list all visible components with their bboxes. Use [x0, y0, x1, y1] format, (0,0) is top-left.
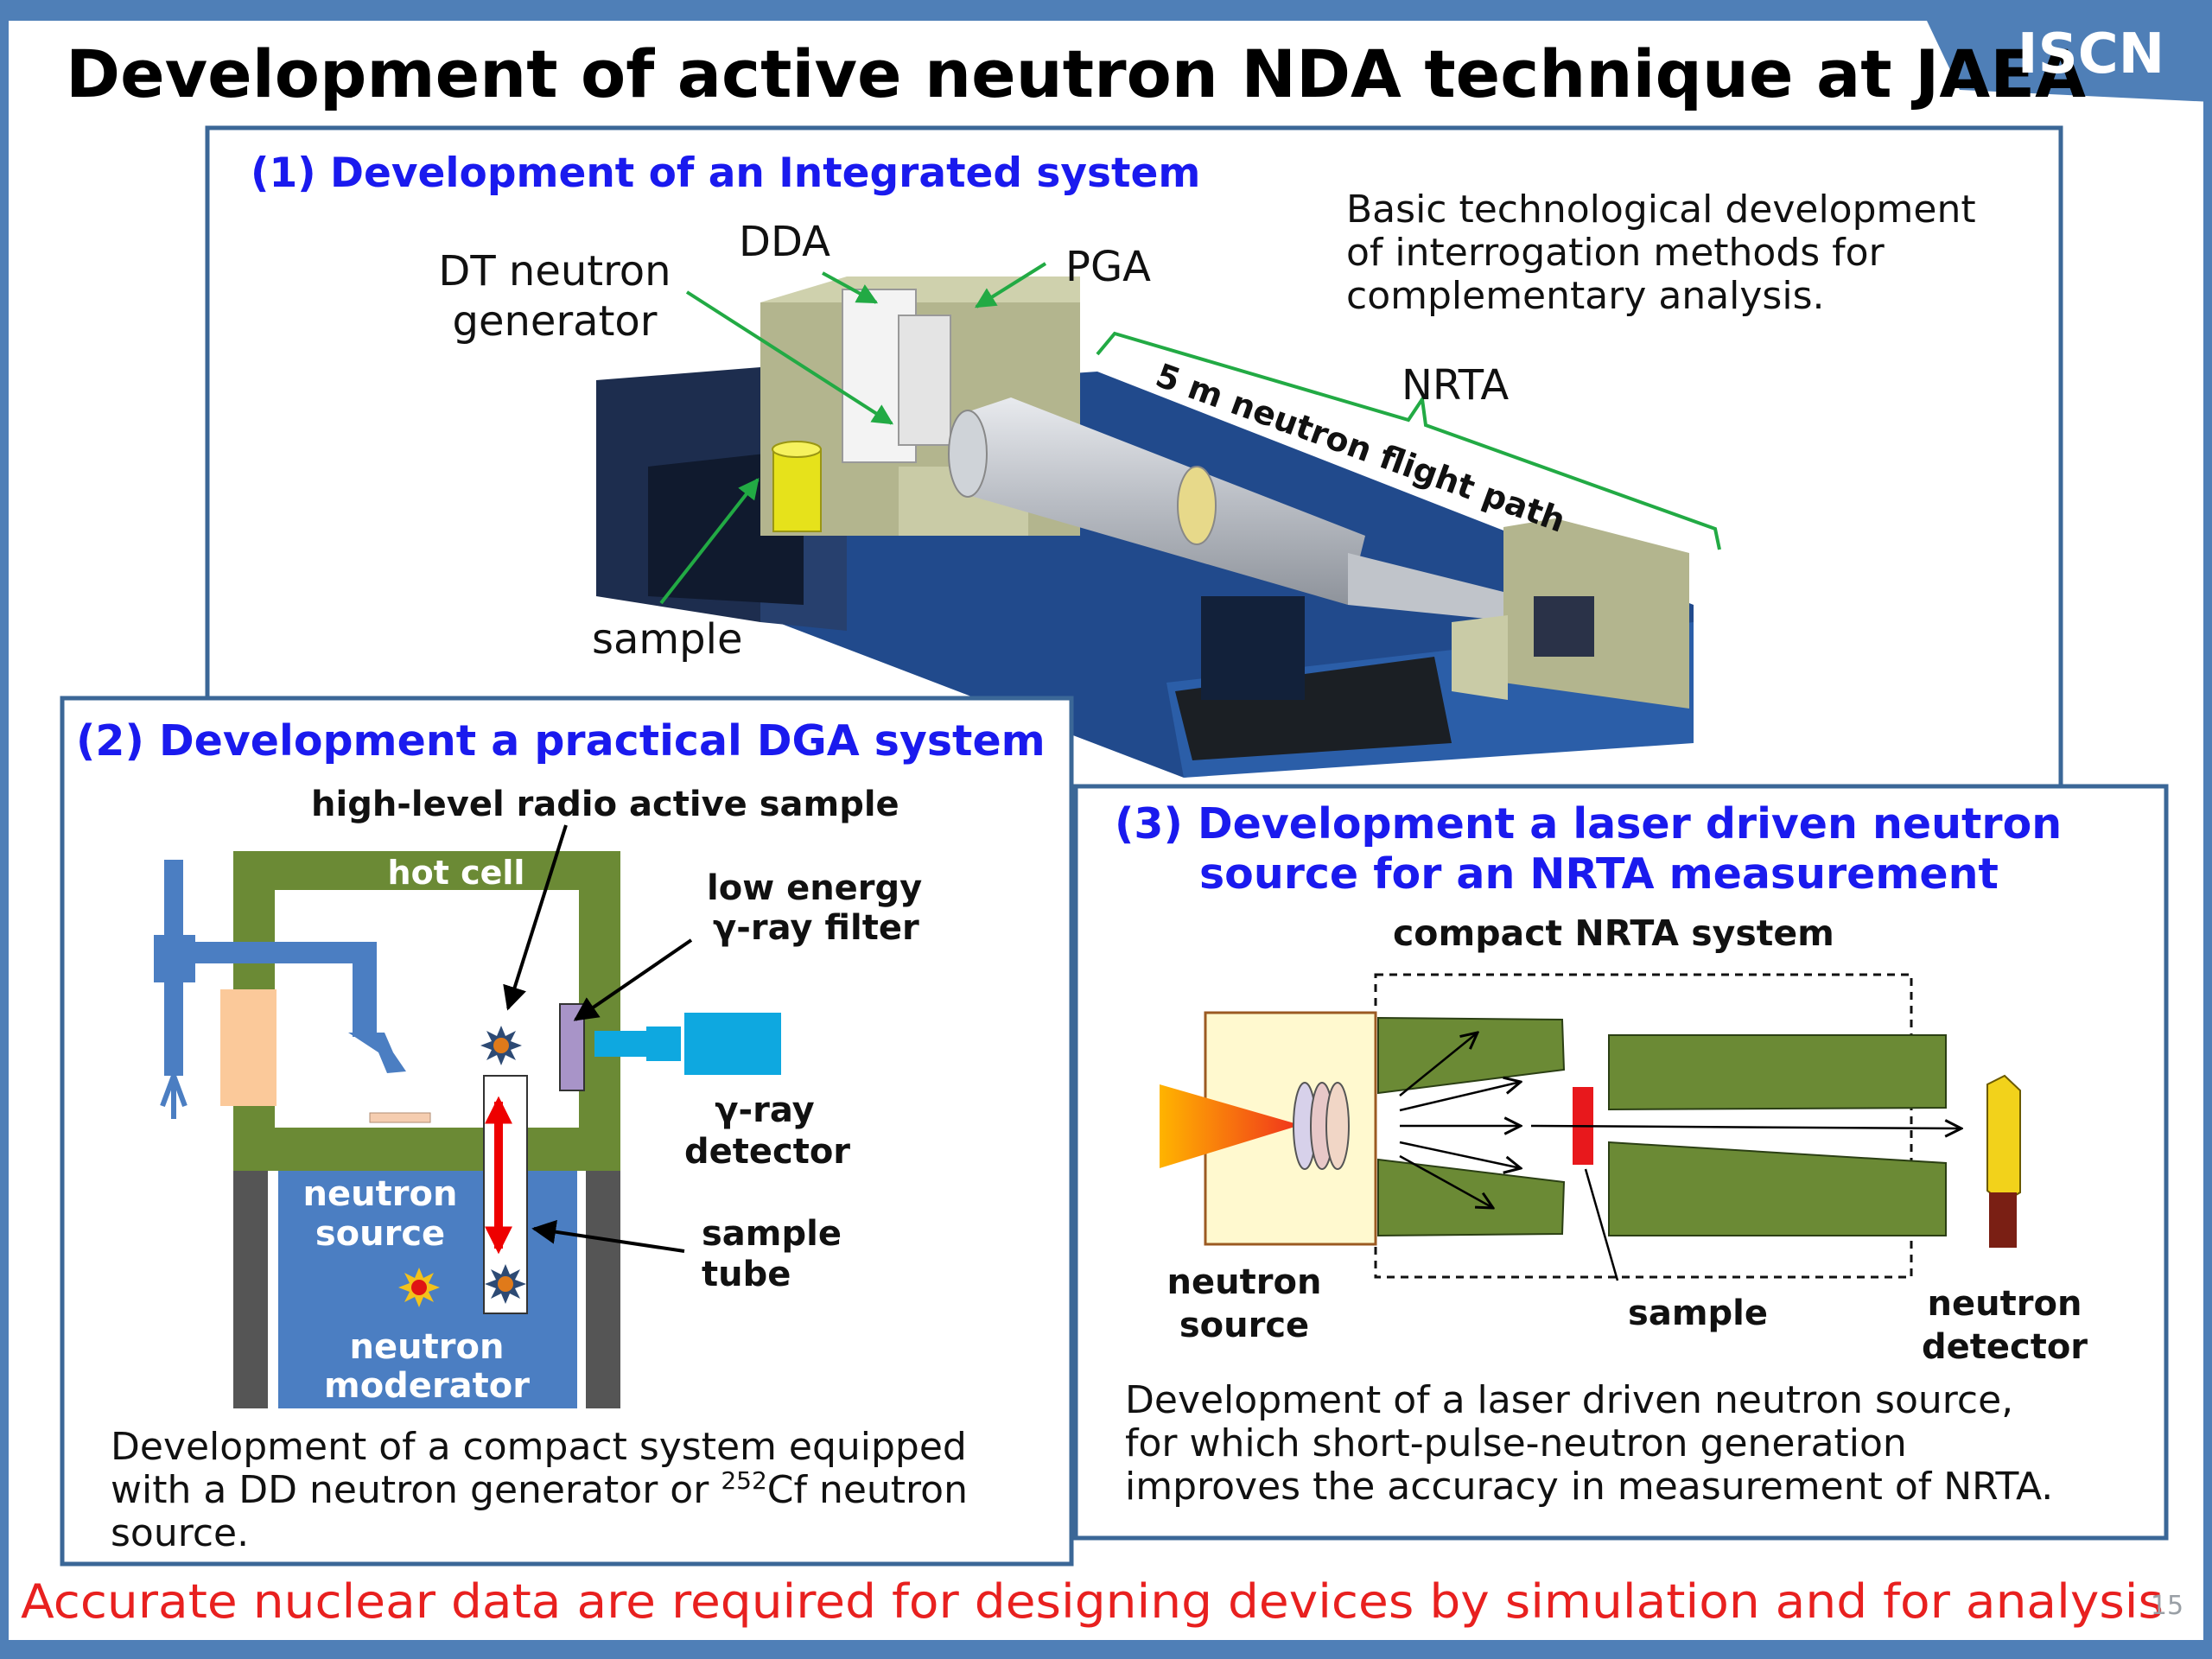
neutron-detector-label-line2: detector [1922, 1327, 2088, 1367]
pga-label: PGA [1065, 243, 1151, 291]
panel1-description-line1: Basic technological development [1346, 188, 1976, 232]
nrta-brace [1096, 331, 1721, 550]
dt-generator-arrow [685, 290, 894, 425]
sample-label: sample [592, 615, 743, 664]
hot-cell-label: hot cell [388, 854, 525, 892]
gamma-detector-label-line1: γ-ray [715, 1090, 814, 1130]
dt-generator-label-line2: generator [452, 297, 657, 346]
lens-3 [1325, 1082, 1350, 1170]
hot-cell-interior [275, 890, 579, 1128]
pga-arrow [974, 262, 1047, 308]
filter-plate [559, 1003, 585, 1091]
sample-tube-label-line1: sample [702, 1214, 842, 1254]
panel3-description-line2: for which short-pulse-neutron generation [1125, 1421, 1907, 1465]
collimator-lower [1377, 1158, 1566, 1237]
detector-photomultiplier [1989, 1192, 2017, 1248]
nrta-diagram [1160, 973, 2021, 1281]
compact-system-label: compact NRTA system [1393, 912, 1834, 954]
slide-title: Development of active neutron NDA techni… [66, 35, 2086, 112]
panel2-description-line1: Development of a compact system equipped [111, 1425, 967, 1469]
flight-tube-lower [1608, 1141, 1947, 1236]
panel2-labels: (2) Development a practical DGA system h… [76, 716, 1046, 1555]
brand-label: ISCN [2018, 22, 2164, 86]
integrated-system-illustration [596, 276, 1694, 778]
tube-pointer [531, 1219, 685, 1253]
panel1-pointers [659, 262, 1721, 605]
neutron-detector-label-line1: neutron [1928, 1284, 2082, 1324]
beam-line [1530, 1126, 1961, 1128]
gamma-detector-body [684, 1013, 781, 1075]
panel2-description-line2: with a DD neutron generator or 252Cf neu… [111, 1466, 968, 1512]
sample-tube-label-line2: tube [702, 1255, 791, 1294]
sample-pointer [503, 824, 568, 1011]
panel3-description-line1: Development of a laser driven neutron so… [1125, 1378, 2013, 1422]
high-level-sample-label: high-level radio active sample [311, 785, 899, 824]
brand-tab [1927, 21, 2212, 102]
filter-pointer [573, 938, 693, 1021]
dga-diagram [154, 824, 781, 1408]
dt-generator-label-line1: DT neutron [438, 247, 671, 296]
sample-arrow [659, 478, 760, 605]
nrta-label: NRTA [1402, 361, 1509, 410]
panel2-description-line3: source. [111, 1511, 249, 1555]
laser-neutron-source-label-line2: source [1179, 1306, 1309, 1345]
nrta-sample-label: sample [1628, 1294, 1768, 1333]
panel3-labels: (3) Development a laser driven neutron s… [1115, 799, 2088, 1509]
sample-leader [1584, 1168, 1619, 1281]
laser-neutron-source-label-line1: neutron [1167, 1262, 1322, 1302]
moderator-label-line1: neutron [350, 1327, 505, 1367]
panel1-description-line3: complementary analysis. [1346, 274, 1824, 318]
detector-connector [646, 1027, 681, 1061]
filter-label-line2: γ-ray filter [713, 908, 919, 948]
filter-label-line1: low energy [707, 868, 922, 908]
superscript-252: 252 [721, 1466, 766, 1495]
footer-statement: Accurate nuclear data are required for d… [21, 1574, 2164, 1629]
gamma-detector-label-line2: detector [684, 1132, 850, 1172]
tray [369, 1112, 431, 1123]
panel2-heading: (2) Development a practical DGA system [76, 716, 1046, 766]
dda-label: DDA [739, 218, 830, 266]
detector-crystal [1986, 1074, 2021, 1205]
laser-beam [1160, 1084, 1300, 1168]
flight-tube-upper [1608, 1034, 1947, 1111]
panel3-heading-line2: source for an NRTA measurement [1199, 849, 1999, 899]
shield-panel [220, 989, 276, 1106]
left-pillar [233, 1171, 268, 1408]
detector-neck [594, 1031, 651, 1057]
manipulator-arm [154, 860, 406, 1119]
neutron-source-label-line1: neutron [303, 1174, 458, 1214]
page-number: 15 [2151, 1591, 2183, 1621]
panel3-description-line3: improves the accuracy in measurement of … [1125, 1465, 2053, 1509]
right-pillar [586, 1171, 620, 1408]
neutron-source-label-line2: source [315, 1214, 445, 1254]
dda-arrow [822, 271, 879, 304]
panel1-description-line2: of interrogation methods for [1346, 231, 1885, 275]
panel3-heading-line1: (3) Development a laser driven neutron [1115, 799, 2062, 849]
moderator-label-line2: moderator [324, 1366, 530, 1406]
panel1-heading: (1) Development of an Integrated system [251, 149, 1200, 197]
